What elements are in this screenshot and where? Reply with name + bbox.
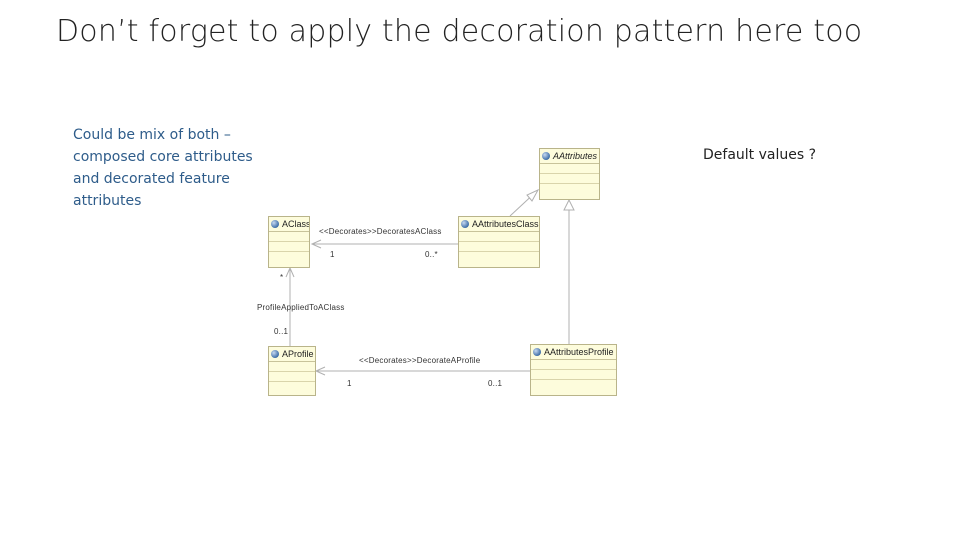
class-operations-compartment bbox=[269, 372, 315, 382]
decorates-aprofile-label: <<Decorates>>DecorateAProfile bbox=[359, 356, 481, 365]
class-aclass-header: AClass bbox=[269, 217, 309, 232]
class-attributes-compartment bbox=[269, 362, 315, 372]
class-icon bbox=[461, 220, 469, 228]
class-operations-compartment bbox=[269, 242, 309, 252]
decorates-aprofile-arrowhead bbox=[314, 366, 326, 376]
decorates-aprofile-target-multiplicity: 0..1 bbox=[488, 379, 503, 388]
class-aclass-name: AClass bbox=[282, 219, 310, 229]
class-aattributesclass-header: AAttributesClass bbox=[459, 217, 539, 232]
class-aprofile-name: AProfile bbox=[282, 349, 314, 359]
class-extra-compartment bbox=[459, 252, 539, 261]
class-icon bbox=[271, 350, 279, 358]
decorates-aclass-arrowhead bbox=[310, 239, 322, 249]
decorates-aclass-label: <<Decorates>>DecoratesAClass bbox=[319, 227, 442, 236]
class-aattributes-name: AAttributes bbox=[553, 151, 598, 161]
class-extra-compartment bbox=[269, 252, 309, 261]
decorates-aclass-target-multiplicity: 0..* bbox=[425, 250, 438, 259]
class-operations-compartment bbox=[531, 370, 616, 380]
class-extra-compartment bbox=[531, 380, 616, 389]
left-note: Could be mix of both – composed core att… bbox=[73, 127, 253, 209]
profile-applied-bottom-multiplicity: 0..1 bbox=[274, 327, 289, 336]
class-operations-compartment bbox=[540, 174, 599, 184]
slide-title: Don’t forget to apply the decoration pat… bbox=[56, 14, 863, 49]
class-attributes-compartment bbox=[540, 164, 599, 174]
class-attributes-compartment bbox=[459, 232, 539, 242]
class-icon bbox=[271, 220, 279, 228]
class-aprofile[interactable]: AProfile bbox=[268, 346, 316, 396]
class-icon bbox=[542, 152, 550, 160]
class-aattributes[interactable]: AAttributes bbox=[539, 148, 600, 200]
class-extra-compartment bbox=[269, 382, 315, 391]
class-extra-compartment bbox=[540, 184, 599, 193]
class-operations-compartment bbox=[459, 242, 539, 252]
decorates-aprofile-source-multiplicity: 1 bbox=[347, 379, 352, 388]
class-aattributesclass[interactable]: AAttributesClass bbox=[458, 216, 540, 268]
generalization-aattributesclass-arrowhead bbox=[526, 188, 540, 202]
generalization-aattributesprofile-arrowhead bbox=[563, 198, 575, 211]
class-icon bbox=[533, 348, 541, 356]
profile-applied-label: ProfileAppliedToAClass bbox=[257, 303, 345, 312]
class-attributes-compartment bbox=[269, 232, 309, 242]
profile-applied-arrowhead bbox=[285, 266, 295, 278]
right-note: Default values ? bbox=[703, 147, 817, 163]
class-aclass[interactable]: AClass bbox=[268, 216, 310, 268]
class-aprofile-header: AProfile bbox=[269, 347, 315, 362]
decorates-aclass-source-multiplicity: 1 bbox=[330, 250, 335, 259]
profile-applied-top-multiplicity: * bbox=[280, 273, 284, 282]
class-aattributesclass-name: AAttributesClass bbox=[472, 219, 539, 229]
class-aattributes-header: AAttributes bbox=[540, 149, 599, 164]
class-aattributesprofile-header: AAttributesProfile bbox=[531, 345, 616, 360]
class-aattributesprofile-name: AAttributesProfile bbox=[544, 347, 614, 357]
class-aattributesprofile[interactable]: AAttributesProfile bbox=[530, 344, 617, 396]
class-attributes-compartment bbox=[531, 360, 616, 370]
